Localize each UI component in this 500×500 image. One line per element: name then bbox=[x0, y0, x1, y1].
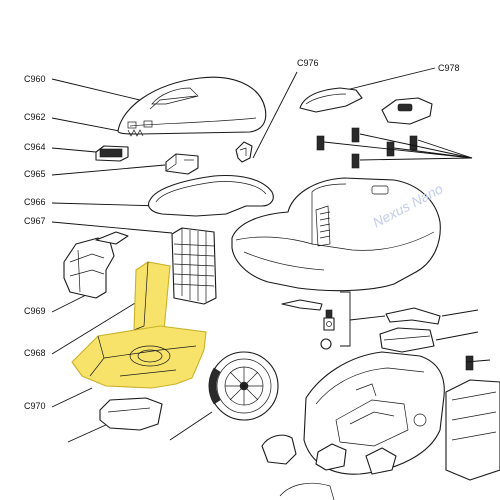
bag-holder-part[interactable] bbox=[63, 231, 129, 299]
handle-part[interactable] bbox=[299, 87, 433, 125]
label-c962[interactable]: C962 bbox=[24, 112, 46, 122]
leader-c960 bbox=[51, 78, 149, 103]
label-c967[interactable]: C967 bbox=[24, 216, 46, 226]
motor-unit-part[interactable] bbox=[208, 351, 279, 421]
lever-part[interactable] bbox=[235, 141, 253, 163]
brush-roll bbox=[319, 211, 331, 239]
dust-bag-highlighted[interactable] bbox=[71, 325, 207, 389]
plug-part[interactable] bbox=[165, 153, 199, 175]
label-c969[interactable]: C969 bbox=[24, 306, 46, 316]
wheel-parts[interactable] bbox=[261, 434, 397, 500]
label-c976[interactable]: C976 bbox=[297, 58, 319, 68]
spring-set[interactable] bbox=[316, 127, 473, 169]
leader-lines bbox=[51, 67, 436, 443]
label-c960[interactable]: C960 bbox=[24, 74, 46, 84]
gasket-part[interactable] bbox=[147, 175, 274, 217]
label-c964[interactable]: C964 bbox=[24, 142, 46, 152]
leader-c976 bbox=[252, 71, 298, 159]
grid-filter-part[interactable] bbox=[171, 227, 217, 305]
leader-motor bbox=[169, 411, 213, 441]
leader-c978 bbox=[345, 67, 436, 91]
bracket-group[interactable] bbox=[281, 291, 386, 350]
main-body-part[interactable]: Nexus Nano bbox=[231, 177, 446, 292]
filter-pad-highlighted[interactable] bbox=[133, 261, 171, 337]
label-c965[interactable]: C965 bbox=[24, 169, 46, 179]
leader-c970 bbox=[51, 387, 93, 408]
filter-pad-shape bbox=[133, 261, 171, 337]
leader-c964 bbox=[51, 147, 97, 153]
grid-lines bbox=[173, 230, 215, 302]
top-cover-part[interactable] bbox=[117, 76, 267, 135]
base-housing-part[interactable] bbox=[303, 351, 500, 481]
label-c978[interactable]: C978 bbox=[438, 63, 460, 73]
dust-bag-shape bbox=[71, 325, 207, 389]
label-c966[interactable]: C966 bbox=[24, 197, 46, 207]
leader-c965 bbox=[51, 164, 166, 176]
leader-c966 bbox=[51, 202, 163, 207]
leader-c970-lower bbox=[67, 423, 109, 443]
switch-part[interactable] bbox=[95, 145, 129, 162]
bag-clip-part[interactable] bbox=[99, 397, 163, 431]
right-lower-parts[interactable] bbox=[379, 307, 491, 371]
leader-c962 bbox=[51, 117, 131, 134]
leader-c968 bbox=[51, 299, 141, 355]
spring-part[interactable] bbox=[127, 129, 144, 137]
label-c970[interactable]: C970 bbox=[24, 401, 46, 411]
leader-c967 bbox=[51, 221, 173, 234]
label-c968[interactable]: C968 bbox=[24, 348, 46, 358]
